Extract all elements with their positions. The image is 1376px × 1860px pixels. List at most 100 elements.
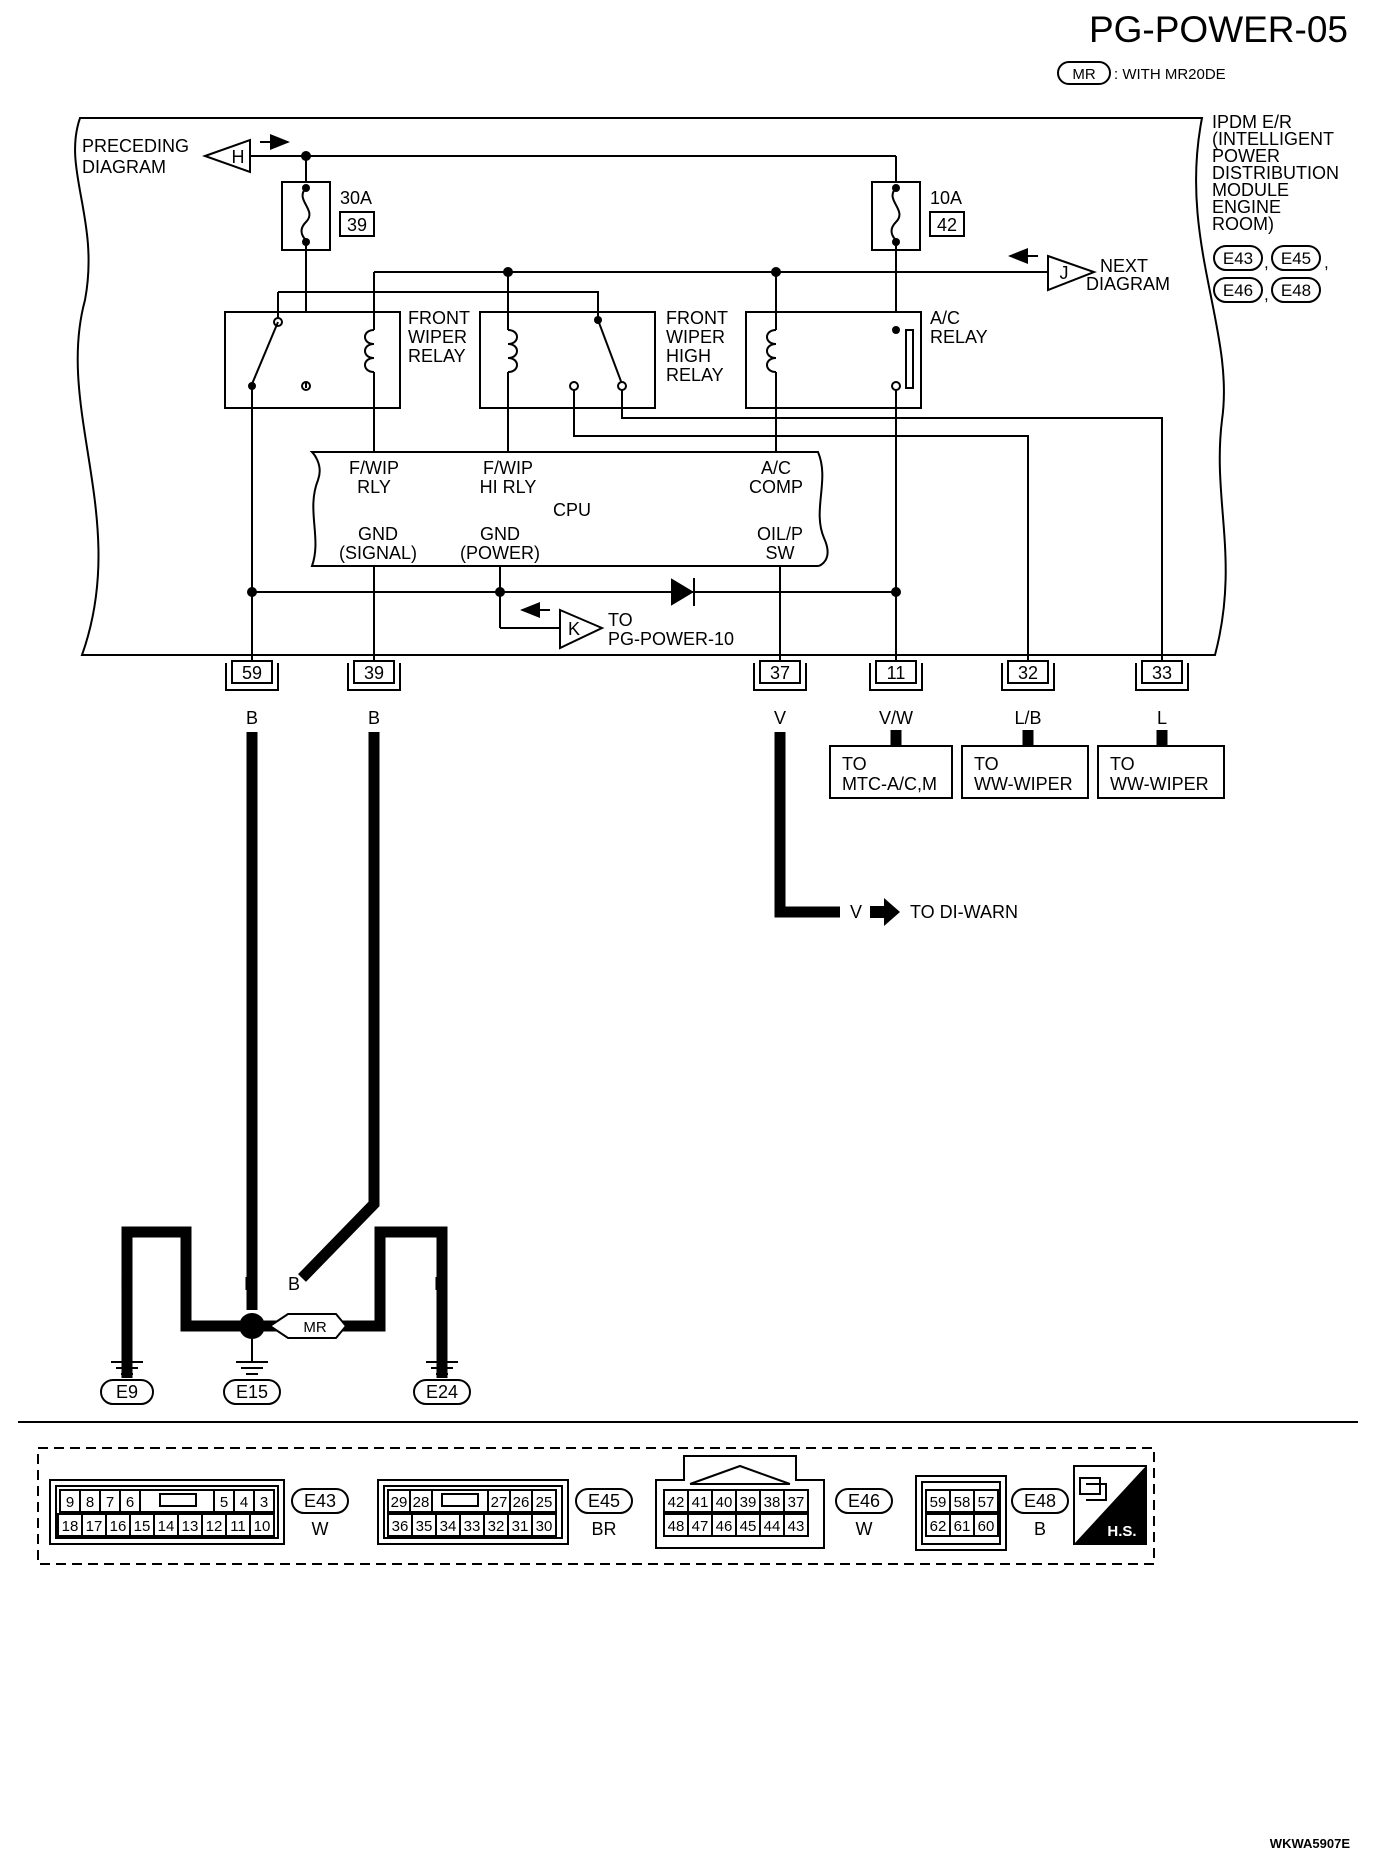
connector-badge [1213, 245, 1263, 271]
preceding-label: PRECEDING [82, 136, 189, 156]
relay-label: RELAY [666, 365, 724, 385]
destination-mtc-ac[interactable]: TO MTC-A/C,M [829, 745, 953, 799]
coil-icon [364, 329, 375, 373]
relay-label: RELAY [930, 327, 988, 347]
legend: MR : WITH MR20DE [1057, 61, 1226, 85]
module-name-line: IPDM E/R [1212, 112, 1292, 132]
connector-e43: 9 8 7 6 5 4 3 18 17 16 15 14 13 12 11 10… [49, 1479, 349, 1545]
separator: , [1264, 285, 1269, 304]
flag-h-label: H [232, 147, 245, 167]
pin-label: 28 [413, 1494, 430, 1511]
connector-e45: 29 28 27 26 25 36 35 34 33 32 31 30 E45 … [377, 1479, 633, 1545]
pin-label: 42 [668, 1494, 685, 1511]
terminal-59: 59 B [225, 660, 279, 728]
pin-label: 11 [230, 1518, 246, 1535]
connector-color: W [856, 1519, 873, 1539]
connector-color: W [312, 1519, 329, 1539]
pin-label: 59 [930, 1494, 947, 1511]
next-diagram-link[interactable]: J NEXT DIAGRAM [1008, 248, 1170, 294]
pin-label: 27 [491, 1494, 508, 1511]
pin-label: 35 [416, 1518, 433, 1535]
pin-label: 5 [220, 1494, 228, 1511]
arrow-right-icon [870, 898, 900, 926]
connector-badge-label: E43 [1223, 249, 1253, 268]
coil-icon [507, 329, 518, 373]
terminal-37: 37 V [753, 660, 807, 728]
pin-label: 29 [391, 1494, 408, 1511]
ground-name: E15 [236, 1382, 268, 1402]
pin-label: 12 [206, 1518, 223, 1535]
pin-label: 18 [62, 1518, 79, 1535]
destination-label: TO [974, 754, 999, 774]
wire-color: B [246, 708, 258, 728]
pin-label: 37 [788, 1494, 805, 1511]
connector-id: E48 [1024, 1491, 1056, 1511]
pin-label: 45 [740, 1518, 757, 1535]
cpu-pin-label: F/WIP [483, 458, 533, 478]
terminal-pin: 11 [887, 663, 906, 683]
wire-color: B [120, 1274, 132, 1294]
pin-label: 30 [536, 1518, 553, 1535]
connector-color: BR [591, 1519, 616, 1539]
cpu-pin-label: OIL/P [757, 524, 803, 544]
junction-dot [247, 587, 257, 597]
pin-label: 36 [392, 1518, 409, 1535]
connector-badge-label: E46 [1223, 281, 1253, 300]
di-warn-link[interactable]: V TO DI-WARN [850, 898, 1018, 926]
connector-views-frame [37, 1447, 1155, 1565]
hs-badge: H.S. [1073, 1465, 1147, 1545]
pin-label: 41 [692, 1494, 709, 1511]
separator: , [1264, 253, 1269, 272]
hs-label: H.S. [1107, 1523, 1136, 1540]
flag-j-label: J [1060, 263, 1069, 283]
connector-badge [1213, 277, 1263, 303]
pin-label: 39 [740, 1494, 757, 1511]
junction-dot [495, 587, 505, 597]
wire-color: B [244, 1274, 256, 1294]
fuse-30a: 30A 39 [281, 156, 375, 251]
destination-ww-wiper[interactable]: TO WW-WIPER [961, 745, 1089, 799]
wire-color: V [850, 902, 862, 922]
pin-label: 14 [158, 1518, 175, 1535]
preceding-diagram-link[interactable]: PRECEDING DIAGRAM H [82, 134, 290, 177]
pin-label: 25 [536, 1494, 553, 1511]
terminal-pin: 39 [364, 663, 384, 683]
relay-label: HIGH [666, 346, 711, 366]
pin-label: 34 [440, 1518, 457, 1535]
destination-label: WW-WIPER [974, 774, 1073, 794]
fuse-rating: 10A [930, 188, 962, 208]
wire-color: L/B [1014, 708, 1041, 728]
flag-k-icon [559, 608, 605, 650]
preceding-label: DIAGRAM [82, 157, 166, 177]
to-power10-link[interactable]: K TO PG-POWER-10 [500, 602, 734, 650]
splice-dot [239, 1313, 265, 1339]
pin-label: 15 [134, 1518, 151, 1535]
wire-b-39 [298, 732, 380, 1282]
connector-id: E43 [304, 1491, 336, 1511]
fuse-rating: 30A [340, 188, 372, 208]
wire-b-e24 [264, 1226, 448, 1378]
fuse-number: 39 [347, 215, 367, 235]
wire-color: B [374, 1274, 386, 1294]
pin-label: 32 [488, 1518, 505, 1535]
wire-color: L [1157, 708, 1167, 728]
pin-label: 13 [182, 1518, 199, 1535]
pin-label: 57 [978, 1494, 995, 1511]
legend-symbol: MR [1072, 66, 1095, 83]
destination-ww-wiper[interactable]: TO WW-WIPER [1097, 745, 1225, 799]
wire-color: B [368, 708, 380, 728]
k-label: PG-POWER-10 [608, 629, 734, 649]
terminal-39: 39 B [347, 660, 401, 728]
pin-label: 44 [764, 1518, 781, 1535]
pin-label: 38 [764, 1494, 781, 1511]
cpu-label: CPU [553, 500, 591, 520]
pin-label: 40 [716, 1494, 733, 1511]
pin-label: 58 [954, 1494, 971, 1511]
pin-label: 33 [464, 1518, 481, 1535]
mr-option-label: MR [303, 1319, 326, 1336]
terminal-32: 32 L/B [1001, 660, 1055, 728]
terminal-pin: 32 [1018, 663, 1038, 683]
pin-label: 9 [66, 1494, 74, 1511]
flag-k-label: K [568, 619, 580, 639]
